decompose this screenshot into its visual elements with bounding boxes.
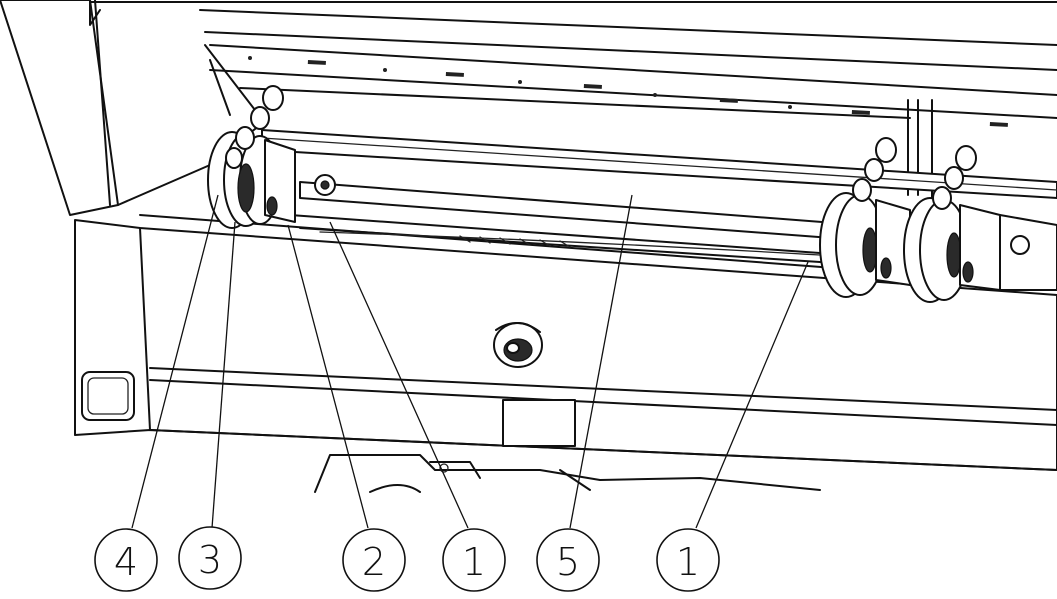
- right-chain-icon-2: [932, 145, 977, 210]
- right-sprocket-assembly-2: [903, 145, 1057, 303]
- bottom-plate: [502, 399, 576, 447]
- callout-3: 3: [178, 526, 242, 590]
- leader-lines: [131, 194, 809, 529]
- left-sprocket-assembly: [207, 85, 336, 229]
- latch-icon: [493, 322, 543, 368]
- callout-4: 4: [94, 528, 158, 592]
- end-cap-button: [81, 371, 135, 421]
- callout-2: 2: [342, 528, 406, 592]
- callout-label: 1: [676, 540, 700, 584]
- upper-housing: [0, 1, 1057, 201]
- callout-1a: 1: [442, 528, 506, 592]
- right-chain-icon-1: [852, 137, 897, 202]
- callout-label: 4: [114, 540, 138, 584]
- callout-label: 5: [556, 540, 580, 584]
- left-chain-icon: [225, 85, 284, 169]
- lower-mechanism: [314, 454, 821, 493]
- callout-label: 1: [462, 540, 486, 584]
- callout-1b: 1: [656, 528, 720, 592]
- panel-slots: [248, 56, 1008, 127]
- callout-label: 3: [198, 538, 222, 582]
- callout-5: 5: [536, 528, 600, 592]
- right-sprocket-assembly-1: [819, 137, 911, 298]
- callout-label: 2: [362, 540, 386, 584]
- front-beam: [74, 214, 1057, 471]
